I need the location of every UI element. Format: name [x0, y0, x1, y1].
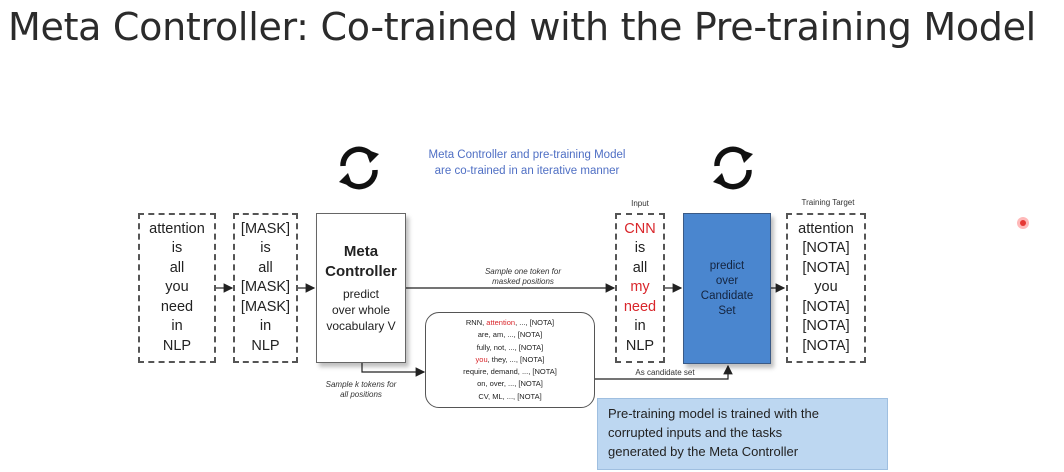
meta-controller-box: Meta Controller predict over whole vocab…	[316, 213, 406, 363]
training-explanation-note: Pre-training model is trained with the c…	[597, 398, 888, 470]
input-label: Input	[631, 199, 649, 208]
refresh-cycle-icon	[339, 146, 379, 190]
candidate-row: CV, ML, ..., [NOTA]	[478, 391, 542, 401]
candidate-row: are, am, ..., [NOTA]	[477, 330, 543, 340]
sample-one-label: Sample one token for masked positions	[484, 267, 562, 286]
refresh-cycle-icon	[713, 146, 753, 190]
arrow-meta-to-candidates	[361, 362, 426, 377]
co-training-note: Meta Controller and pre-training Model a…	[428, 149, 626, 177]
training-target-label: Training Target	[801, 198, 855, 207]
candidate-row: require, demand, ..., [NOTA]	[463, 367, 557, 377]
arrow-candidates-to-predictor	[594, 364, 733, 380]
candidate-row: you, they, ..., [NOTA]	[475, 354, 545, 364]
candidate-row: RNN, attention, ..., [NOTA]	[465, 317, 555, 327]
as-candidate-set-label: As candidate set	[635, 368, 695, 377]
candidate-row: fully, not, ..., [NOTA]	[476, 342, 544, 352]
candidate-row: on, over, ..., [NOTA]	[477, 379, 543, 389]
recording-dot-icon	[1017, 217, 1029, 229]
candidate-set-box: RNN, attention, ..., [NOTA] are, am, ...…	[425, 312, 595, 408]
predictor-box: predict over Candidate Set	[683, 213, 771, 364]
sample-k-label: Sample k tokens for all positions	[325, 380, 397, 399]
corrupted-input-box: CNN is all my need in NLP	[615, 213, 665, 363]
slide-title: Meta Controller: Co-trained with the Pre…	[8, 5, 1036, 49]
original-sentence-box: attention is all you need in NLP	[138, 213, 216, 363]
training-target-box: attention [NOTA] [NOTA] you [NOTA] [NOTA…	[786, 213, 866, 363]
masked-sentence-box: [MASK] is all [MASK] [MASK] in NLP	[233, 213, 298, 363]
